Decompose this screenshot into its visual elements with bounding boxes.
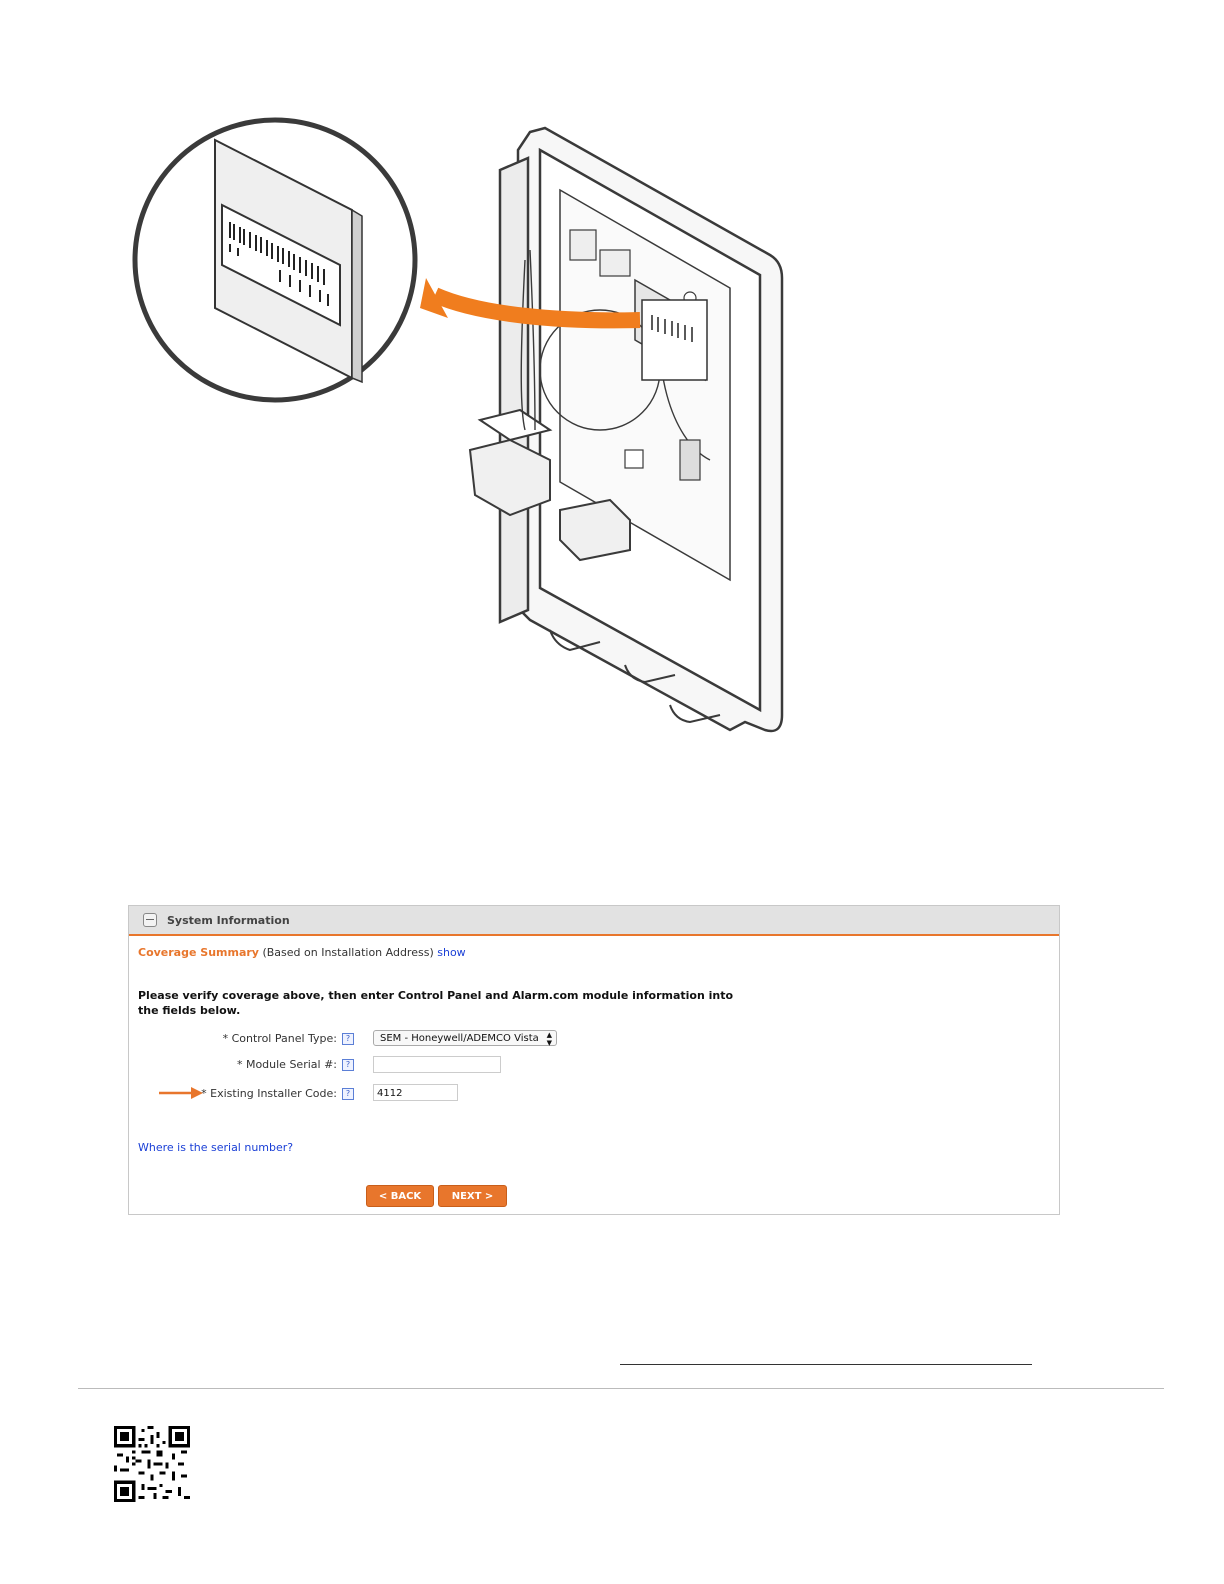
qr-code [114,1426,190,1502]
select-arrows-icon: ▲▼ [546,1031,552,1047]
barcode-icon [229,222,329,306]
system-information-panel: System Information Coverage Summary (Bas… [128,905,1060,1215]
installer-code-label: * Existing Installer Code: [201,1087,337,1100]
panel-type-value: SEM - Honeywell/ADEMCO Vista [380,1033,539,1044]
module-illustration [132,117,784,733]
module-serial-input[interactable] [373,1056,501,1073]
coverage-show-link[interactable]: show [437,946,466,959]
serial-number-help-link[interactable]: Where is the serial number? [138,1141,294,1154]
help-icon[interactable]: ? [342,1033,354,1045]
panel-header: System Information [129,906,1059,936]
coverage-summary: Coverage Summary (Based on Installation … [138,946,466,959]
device-housing [468,126,784,733]
coverage-note: (Based on Installation Address) [258,946,438,959]
installer-code-input[interactable]: 4112 [373,1084,458,1101]
footer-divider [78,1388,1164,1389]
text-underline [620,1364,1032,1365]
next-button[interactable]: NEXT > [438,1185,507,1207]
module-serial-label: * Module Serial #: [236,1058,337,1071]
arrow-right-icon [159,1087,203,1099]
coverage-title: Coverage Summary [138,946,259,959]
collapse-icon[interactable] [143,913,157,927]
instruction-text: Please verify coverage above, then enter… [138,989,734,1017]
back-button[interactable]: < BACK [366,1185,434,1207]
panel-type-label: * Control Panel Type: [222,1032,337,1045]
help-icon[interactable]: ? [342,1059,354,1071]
help-icon[interactable]: ? [342,1088,354,1100]
arrow-right-icon [431,287,641,329]
panel-title: System Information [167,913,290,927]
panel-type-select[interactable]: SEM - Honeywell/ADEMCO Vista ▲▼ [373,1030,557,1047]
barcode-label-closeup [214,138,363,384]
module-label [641,299,708,381]
